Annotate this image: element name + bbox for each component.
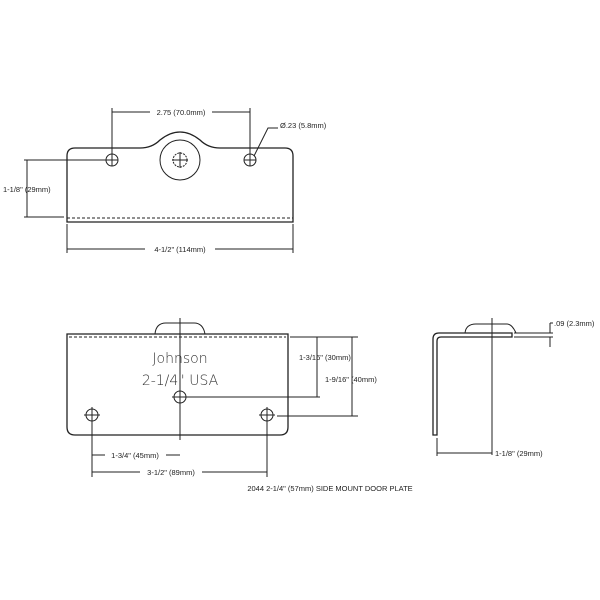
front-view: Johnson 2-1/4" USA 1-3/4" (45mm) 3-1/2" … — [66, 318, 377, 477]
engraving-size: 2-1/4" USA — [142, 373, 219, 389]
dim-center-height: 1-3/16" (30mm) — [299, 353, 351, 362]
engraving-brand: Johnson — [152, 351, 207, 367]
side-view: 1-1/8" (29mm) .09 (2.3mm) — [432, 318, 595, 458]
dim-hole-spacing: 2.75 (70.0mm) — [157, 108, 206, 117]
top-view: 2.75 (70.0mm) Ø.23 (5.8mm) 1-1/8" (29mm)… — [3, 108, 327, 254]
side-profile — [432, 332, 513, 436]
dim-hole-diameter: Ø.23 (5.8mm) — [280, 121, 327, 130]
center-boss — [159, 139, 201, 181]
dim-depth: 1-1/8" (29mm) — [495, 449, 543, 458]
dim-top-height: 1-1/8" (29mm) — [3, 185, 51, 194]
dim-thickness: .09 (2.3mm) — [554, 319, 595, 328]
top-plate-outline — [66, 131, 294, 223]
dim-center-offset: 1-3/4" (45mm) — [111, 451, 159, 460]
dim-outer-height: 1-9/16" (40mm) — [325, 375, 377, 384]
dim-outer-spacing: 3-1/2" (89mm) — [147, 468, 195, 477]
drawing-caption: 2044 2-1/4" (57mm) SIDE MOUNT DOOR PLATE — [247, 484, 412, 493]
center-crosshair — [172, 152, 188, 168]
front-plate-outline — [66, 333, 289, 436]
dim-width: 4-1/2" (114mm) — [154, 245, 206, 254]
